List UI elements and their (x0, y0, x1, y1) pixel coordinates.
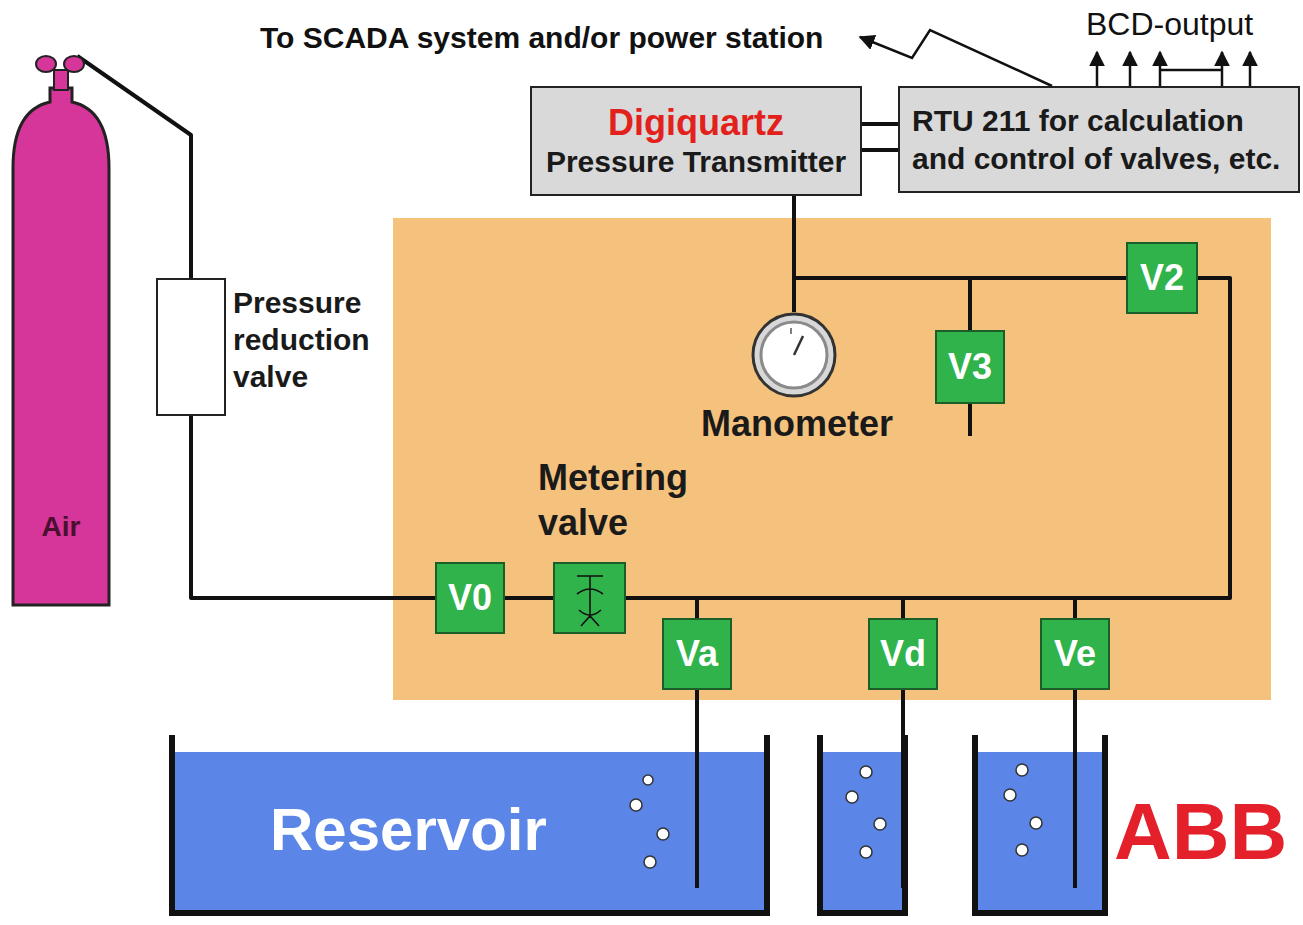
part-label: Manometer (647, 404, 947, 444)
valve-label: Va (676, 633, 718, 675)
bcd-output-arrows (1097, 52, 1250, 86)
pipe-connector (626, 598, 1075, 618)
text-holder: Manometer (647, 404, 947, 444)
text-holder: Metering valve (538, 455, 708, 545)
pipe-connector (862, 124, 898, 150)
metering-valve: Metering valve (538, 455, 708, 635)
pipe-connector (505, 596, 553, 600)
part-label: Metering valve (538, 455, 708, 545)
brand-name: Digiquartz (608, 102, 784, 144)
cylinder-label: Air (10, 510, 112, 544)
reservoir: Reservoir (170, 735, 768, 915)
output-label: BCD-output (1086, 6, 1253, 42)
label-holder: BCD-output (1086, 6, 1253, 42)
air-bubbles (630, 764, 1042, 868)
device-name: Pressure Transmitter (546, 144, 846, 180)
gauge-dial (751, 312, 837, 398)
reservoir-water (175, 752, 765, 910)
pipe-connector (970, 278, 1126, 330)
valve-panel (393, 218, 1271, 700)
valve-box: Vd (868, 618, 938, 690)
cylinder-neck (54, 70, 68, 90)
valve-body (156, 278, 226, 416)
transmitter-box: DigiquartzPressure Transmitter (530, 86, 862, 196)
tank-water (823, 752, 903, 910)
pipe-connector (191, 416, 435, 598)
valve-box: V2 (1126, 242, 1198, 314)
text-holder: Air (10, 510, 112, 544)
part-label: Pressure reduction valve (233, 284, 383, 395)
pipe-connector (626, 598, 903, 618)
valve-label: Ve (1054, 633, 1096, 675)
valve-box: V0 (435, 562, 505, 634)
pipe-connector (626, 278, 1230, 598)
pressure-reduction-valve: Pressure reduction valve (156, 278, 386, 416)
pipe-connector (794, 196, 1126, 278)
rtu-box: RTU 211 for calculation and control of v… (898, 86, 1300, 193)
valve-box: V3 (935, 330, 1005, 404)
label-holder: ABB (1114, 790, 1287, 874)
metering-valve-symbol (553, 562, 626, 634)
company-logo: ABB (1114, 790, 1287, 874)
gauge-outline (751, 312, 837, 398)
manometer: Manometer (737, 312, 857, 442)
tank-water (978, 752, 1103, 910)
valve-label: V3 (948, 346, 992, 388)
pipe-connector (626, 598, 697, 618)
radio-link-arrow (860, 30, 1052, 86)
valve-label: Vd (880, 633, 926, 675)
label-holder: To SCADA system and/or power station (260, 21, 823, 55)
gas-cylinder: Air (10, 50, 112, 608)
valve-label: V2 (1140, 257, 1184, 299)
reservoir-label: Reservoir (270, 795, 590, 865)
valve-box: Va (662, 618, 732, 690)
valve-box: Ve (1040, 618, 1110, 690)
destination-label: To SCADA system and/or power station (260, 21, 823, 55)
pipe-connector (792, 196, 796, 312)
dip-pipes (697, 404, 1075, 888)
text-holder: Pressure reduction valve (233, 284, 383, 395)
device-name: RTU 211 for calculation and control of v… (912, 102, 1292, 178)
valve-label: V0 (448, 577, 492, 619)
cylinder-cap (36, 56, 56, 72)
pipe-connector (695, 690, 699, 735)
metering-symbol (555, 564, 624, 632)
text-holder: Reservoir (270, 795, 590, 865)
cylinder-cap (64, 56, 84, 72)
tank-walls (172, 735, 1105, 913)
